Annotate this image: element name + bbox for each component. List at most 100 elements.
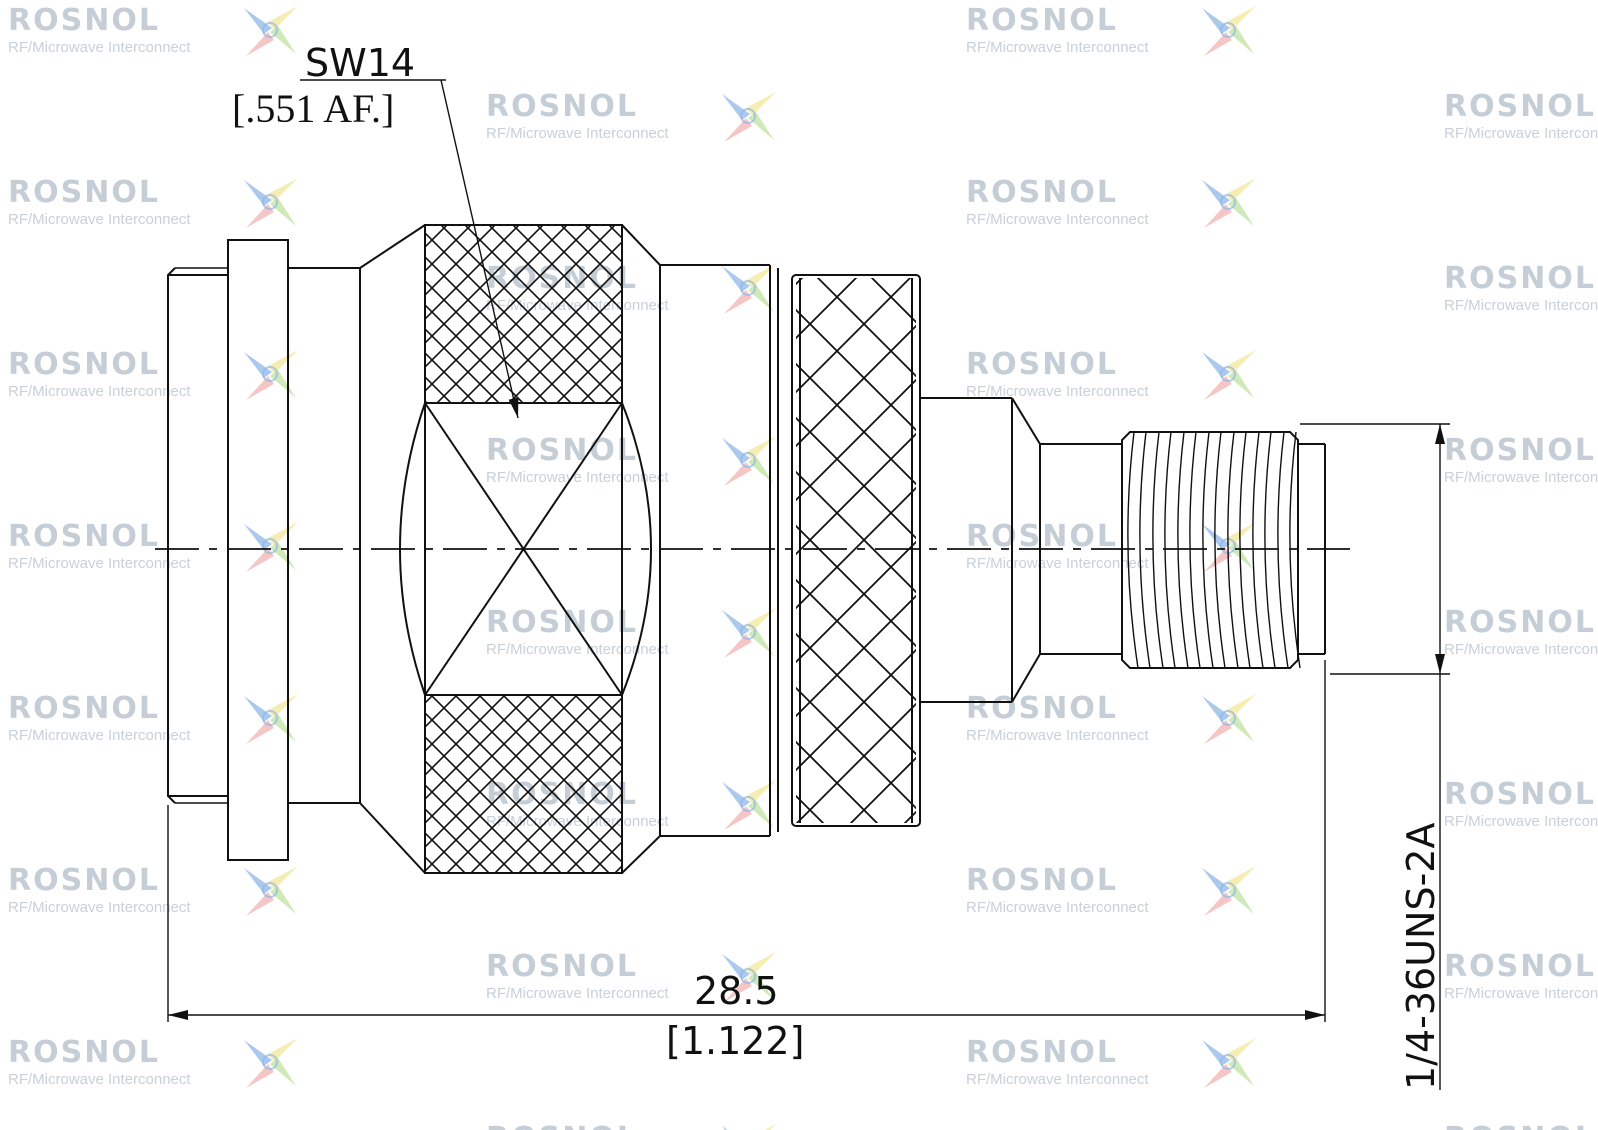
thread-root bbox=[1164, 431, 1176, 669]
watermark-brand: ROSNOL bbox=[8, 175, 160, 210]
watermark-brand: ROSNOL bbox=[1444, 949, 1596, 984]
star-logo-icon bbox=[244, 522, 298, 572]
watermark-tagline: RF/Microwave Interconnect bbox=[8, 899, 191, 916]
thread-root bbox=[1139, 431, 1151, 669]
watermark-tagline: RF/Microwave Interconnect bbox=[486, 469, 669, 486]
star-logo-icon bbox=[722, 608, 776, 658]
thread-dimension: 1/4-36UNS-2A bbox=[1300, 423, 1450, 1090]
watermark-tagline: RF/Microwave Interconnect bbox=[966, 211, 1149, 228]
watermark-brand: ROSNOL bbox=[966, 3, 1118, 38]
watermark-tagline: RF/Microwave Interconnect bbox=[8, 1071, 191, 1088]
star-logo-icon bbox=[244, 6, 298, 56]
watermark-brand: ROSNOL bbox=[8, 691, 160, 726]
overall-length-label: 28.5 bbox=[694, 969, 779, 1013]
wrench-size-callout: SW14 [.551 AF.] bbox=[232, 41, 519, 419]
star-logo-icon bbox=[1202, 350, 1256, 400]
star-logo-icon bbox=[244, 866, 298, 916]
star-logo-icon bbox=[244, 694, 298, 744]
star-logo-icon bbox=[722, 780, 776, 830]
overall-length-dimension: 28.5 [1.122] bbox=[167, 660, 1326, 1063]
watermark-tagline: RF/Microwave Interconnect bbox=[8, 211, 191, 228]
star-logo-icon bbox=[722, 1124, 776, 1130]
watermark-tagline: RF/Microwave Interconnect bbox=[486, 641, 669, 658]
thread-root bbox=[1239, 431, 1251, 669]
star-logo-icon bbox=[1202, 694, 1256, 744]
watermark-brand: ROSNOL bbox=[486, 949, 638, 984]
wrench-size-label: SW14 bbox=[305, 41, 415, 85]
star-logo-icon bbox=[244, 1038, 298, 1088]
knurled-nut bbox=[791, 274, 921, 827]
watermark-brand: ROSNOL bbox=[8, 347, 160, 382]
watermark-brand: ROSNOL bbox=[1444, 89, 1596, 124]
n-male-nose bbox=[167, 267, 228, 804]
watermark-tagline: RF/Microwave Interconnect bbox=[486, 125, 669, 142]
watermark-tagline: RF/Microwave Interconnect bbox=[966, 899, 1149, 916]
star-logo-icon bbox=[722, 264, 776, 314]
star-logo-icon bbox=[244, 350, 298, 400]
watermark-tagline: RF/Microwave Interconnect bbox=[8, 383, 191, 400]
watermark-tagline: RF/Microwave Interconnect bbox=[1444, 985, 1598, 1002]
star-logo-icon bbox=[1202, 178, 1256, 228]
wrench-size-inch-label: [.551 AF.] bbox=[232, 86, 394, 131]
star-logo-icon bbox=[722, 952, 776, 1002]
thread-root bbox=[1264, 431, 1276, 669]
watermark-tagline: RF/Microwave Interconnect bbox=[1444, 125, 1598, 142]
thread-crest bbox=[1277, 431, 1289, 669]
watermark-brand: ROSNOL bbox=[966, 863, 1118, 898]
watermark-brand: ROSNOL bbox=[8, 1035, 160, 1070]
watermark-brand: ROSNOL bbox=[8, 519, 160, 554]
watermark-brand: ROSNOL bbox=[966, 1035, 1118, 1070]
watermark-tagline: RF/Microwave Interconnect bbox=[8, 727, 191, 744]
star-logo-icon bbox=[1202, 1038, 1256, 1088]
watermark-brand: ROSNOL bbox=[1444, 777, 1596, 812]
watermark-tagline: RF/Microwave Interconnect bbox=[1444, 297, 1598, 314]
thread-root bbox=[1189, 431, 1201, 669]
watermark-brand: ROSNOL bbox=[1444, 605, 1596, 640]
star-logo-icon bbox=[722, 436, 776, 486]
connector-body bbox=[155, 224, 1350, 874]
watermark-tagline: RF/Microwave Interconnect bbox=[1444, 641, 1598, 658]
star-logo-icon bbox=[1202, 6, 1256, 56]
sleeve bbox=[659, 264, 779, 837]
watermark-tagline: RF/Microwave Interconnect bbox=[486, 985, 669, 1002]
watermark-brand: ROSNOL bbox=[486, 89, 638, 124]
watermark-tagline: RF/Microwave Interconnect bbox=[966, 39, 1149, 56]
watermark-tagline: RF/Microwave Interconnect bbox=[8, 39, 191, 56]
watermark-brand: ROSNOL bbox=[8, 3, 160, 38]
watermark-tagline: RF/Microwave Interconnect bbox=[966, 383, 1149, 400]
watermark-brand: ROSNOL bbox=[1444, 261, 1596, 296]
watermark-brand: ROSNOL bbox=[486, 433, 638, 468]
body-neck bbox=[288, 224, 426, 874]
hex-coupling-nut bbox=[399, 224, 661, 874]
watermark-brand: ROSNOL bbox=[1444, 433, 1596, 468]
watermark-brand: ROSNOL bbox=[966, 347, 1118, 382]
watermark-brand: ROSNOL bbox=[966, 691, 1118, 726]
watermark-tagline: RF/Microwave Interconnect bbox=[966, 727, 1149, 744]
watermark-brand: ROSNOL bbox=[1444, 1121, 1596, 1130]
overall-length-inch-label: [1.122] bbox=[666, 1019, 804, 1063]
watermark-brand: ROSNOL bbox=[966, 175, 1118, 210]
